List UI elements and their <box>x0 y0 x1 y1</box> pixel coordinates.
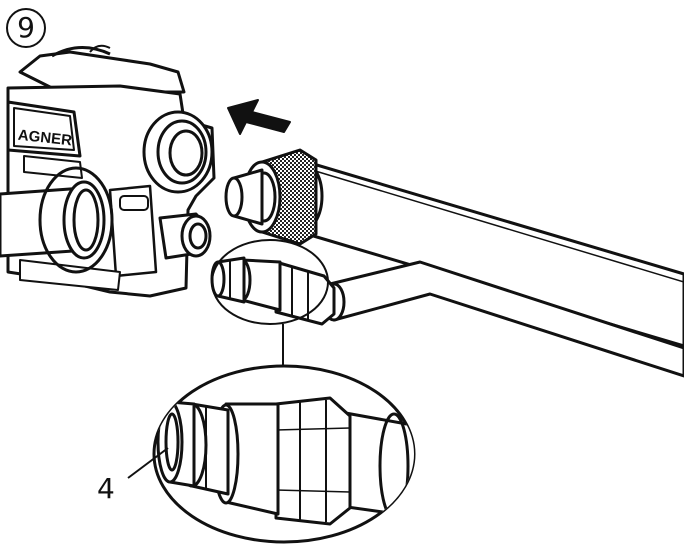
zoomed-detail <box>152 364 416 544</box>
suction-tube <box>224 148 684 348</box>
detail-marker <box>211 239 329 325</box>
brand-label: AGNER <box>17 127 73 150</box>
insert-direction-arrow <box>227 99 291 135</box>
step-number-badge: 9 <box>6 8 46 48</box>
pump-body <box>6 44 216 298</box>
intake-pipe <box>0 166 114 274</box>
callout-leader-4 <box>127 447 169 479</box>
return-hose <box>210 256 684 378</box>
callout-number-4: 4 <box>97 472 115 505</box>
